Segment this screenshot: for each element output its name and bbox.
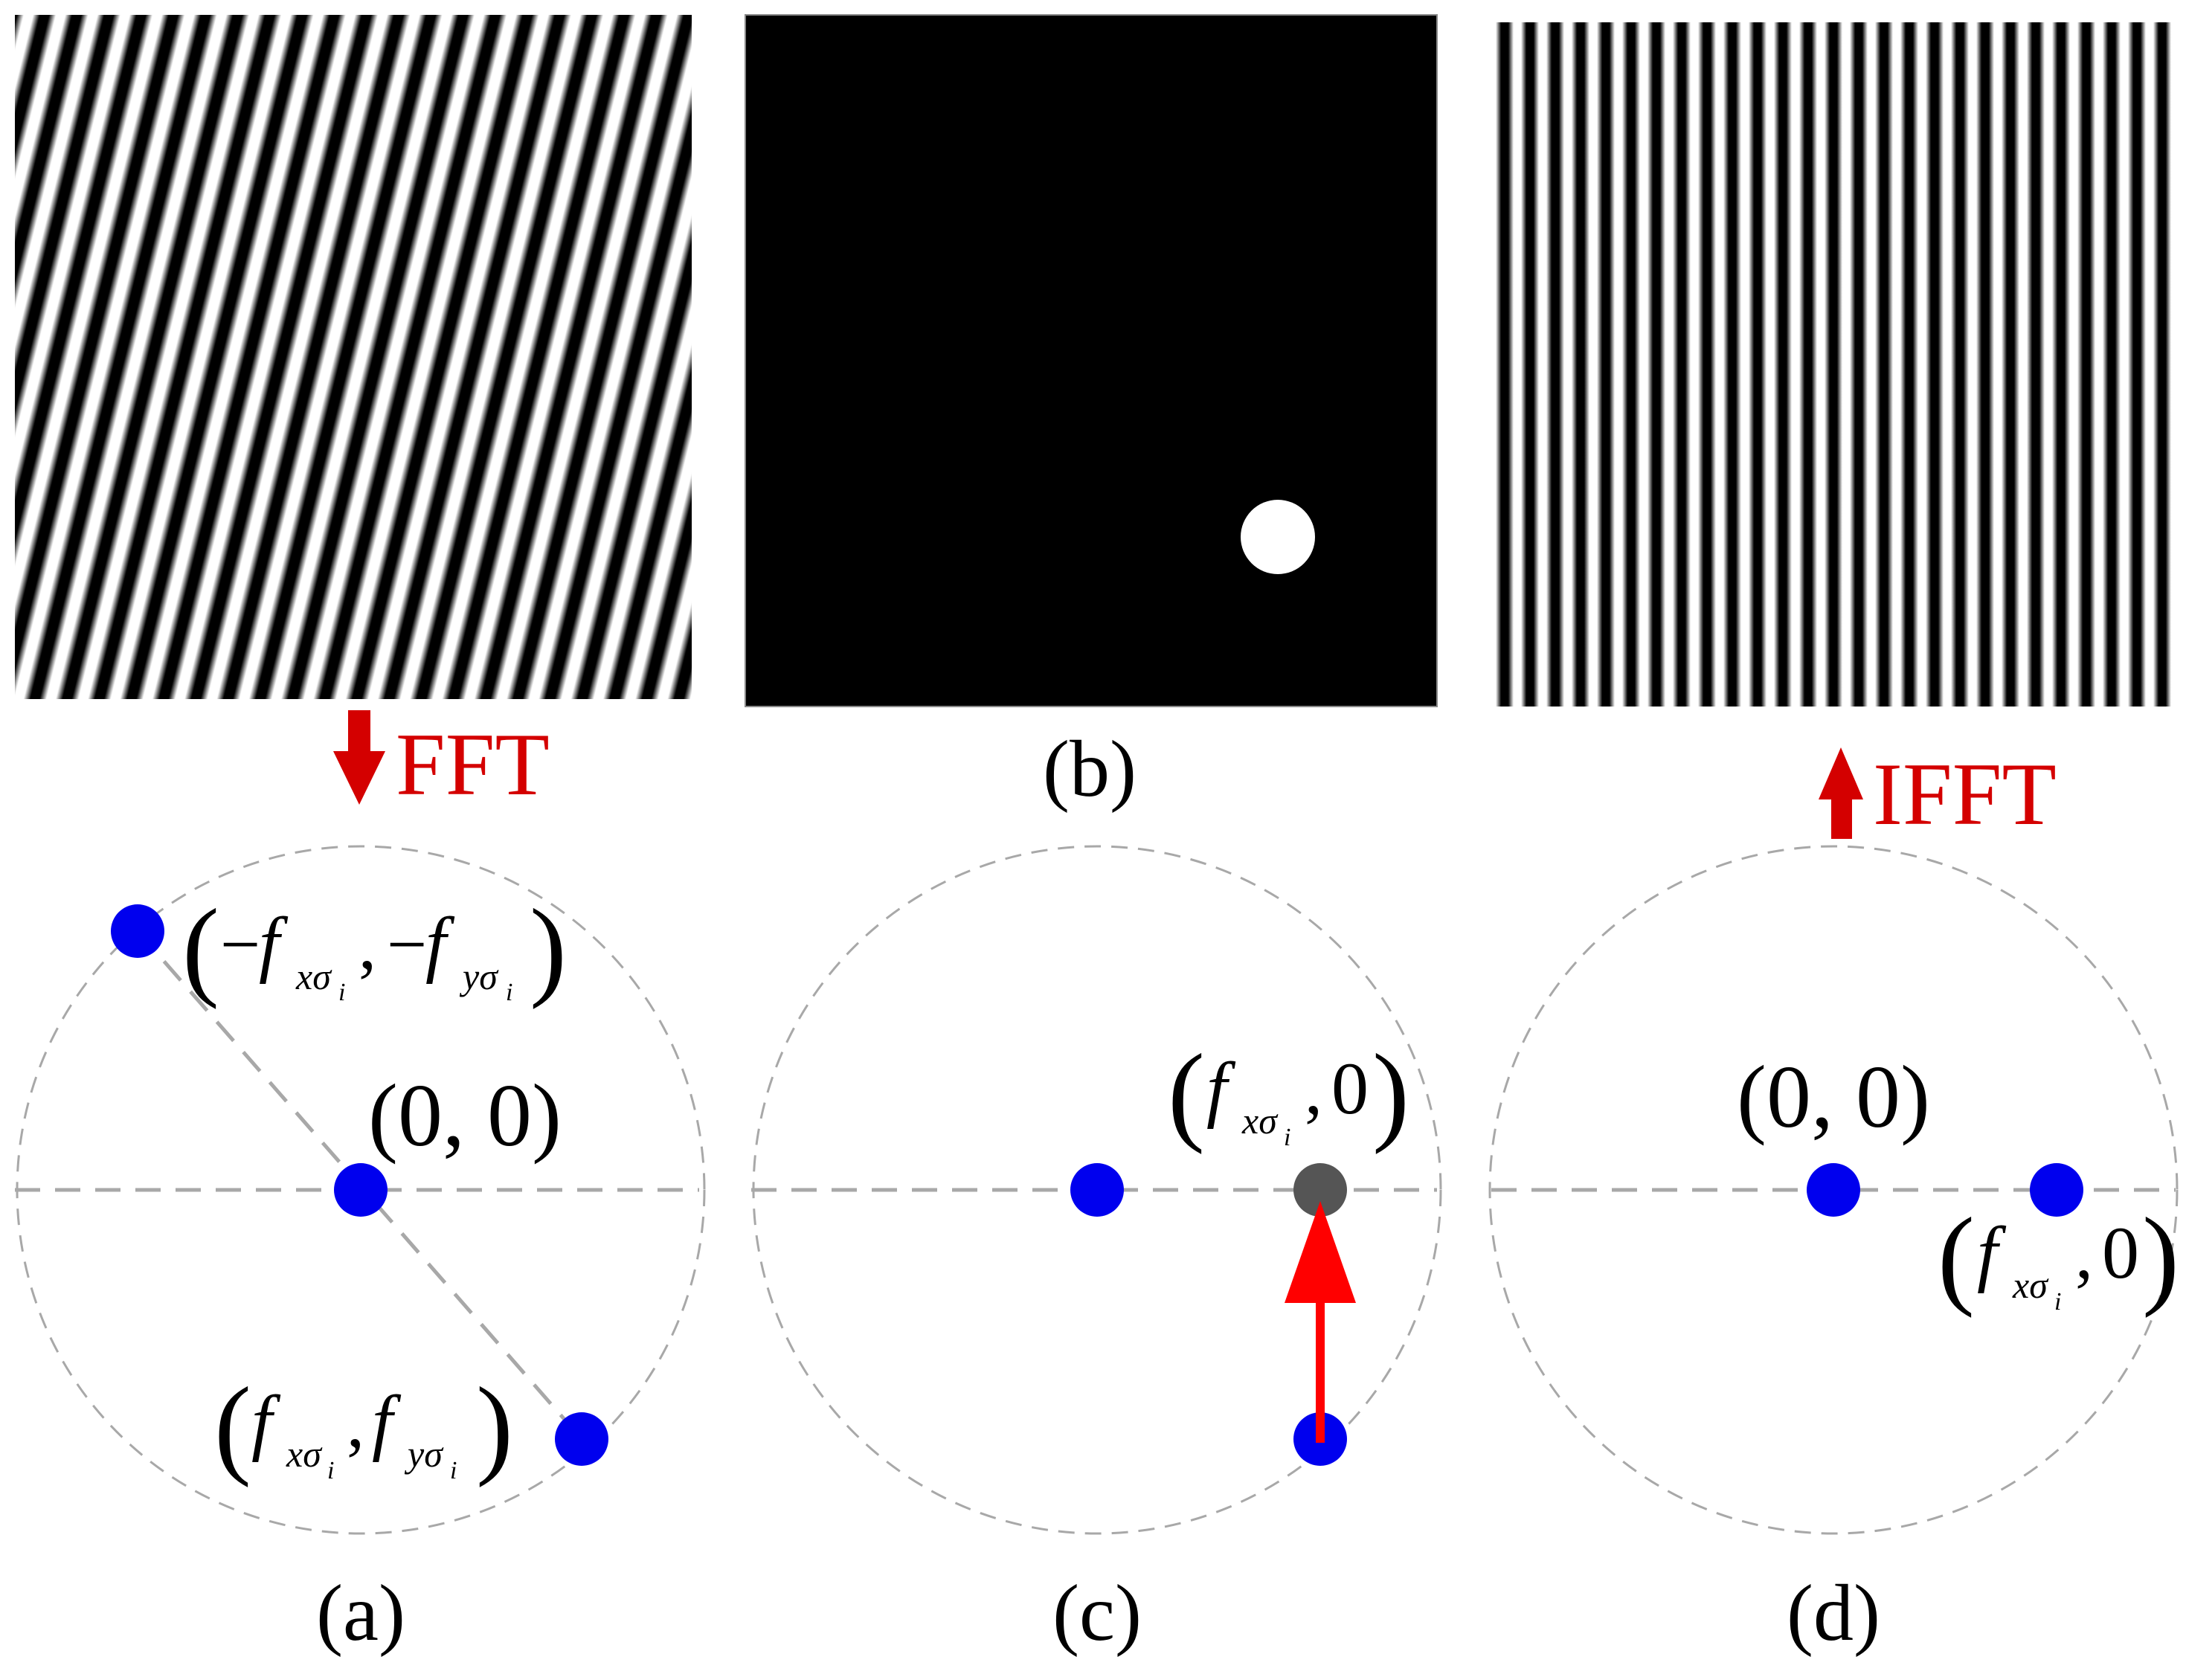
svg-text:i: i <box>450 1457 457 1484</box>
fft-arrow <box>333 710 385 805</box>
panel-c-point-shifted <box>1293 1163 1347 1217</box>
svg-text:f: f <box>259 902 289 985</box>
panel-d-label-origin: (0, 0) <box>1737 1047 1930 1146</box>
svg-text:yσ: yσ <box>459 956 499 997</box>
svg-text:0: 0 <box>1331 1047 1369 1130</box>
tilted-fringe-image <box>15 15 692 699</box>
caption-c: (c) <box>1052 1569 1142 1658</box>
svg-text:0: 0 <box>2102 1211 2139 1294</box>
svg-text:i: i <box>506 979 512 1006</box>
svg-text:f: f <box>1206 1047 1236 1130</box>
ifft-label: IFFT <box>1873 744 2057 843</box>
caption-b: (b) <box>1043 725 1137 814</box>
caption-a: (a) <box>316 1569 405 1658</box>
panel-c-label-target: ( f xσ i , 0 ) <box>1168 1032 1409 1155</box>
vertical-fringe-image <box>1491 22 2172 707</box>
svg-text:−: − <box>387 904 427 984</box>
fft-label: FFT <box>396 715 550 814</box>
svg-text:,: , <box>347 1383 364 1462</box>
panel-d-point-shifted <box>2030 1163 2083 1217</box>
svg-text:): ) <box>476 1365 513 1488</box>
svg-text:(: ( <box>1938 1195 1975 1319</box>
svg-text:): ) <box>1372 1032 1409 1155</box>
svg-text:i: i <box>2054 1288 2061 1316</box>
svg-text:i: i <box>338 979 345 1006</box>
panel-d-label-shift: ( f xσ i , 0 ) <box>1938 1195 2179 1319</box>
svg-text:): ) <box>2142 1195 2179 1319</box>
panel-a: ( − f xσ i , − f yσ i ) (0, 0) ( f xσ i … <box>15 845 706 1658</box>
svg-text:f: f <box>425 902 455 985</box>
panel-a-label-positive: ( f xσ i , f yσ i ) <box>214 1365 513 1488</box>
panel-c: ( f xσ i , 0 ) (c) <box>751 845 1442 1658</box>
panel-a-label-origin: (0, 0) <box>368 1066 562 1165</box>
svg-text:f: f <box>1977 1211 2007 1294</box>
ifft-arrow <box>1819 747 1863 839</box>
panel-d-circle <box>1488 845 2179 1535</box>
panel-a-point-origin <box>334 1163 388 1217</box>
svg-text:(: ( <box>182 886 219 1010</box>
svg-text:i: i <box>1284 1124 1290 1151</box>
svg-text:,: , <box>1305 1049 1322 1129</box>
svg-text:,: , <box>359 904 376 984</box>
panel-a-point-negative <box>111 904 164 958</box>
svg-text:(: ( <box>214 1365 251 1488</box>
caption-d: (d) <box>1787 1569 1880 1658</box>
svg-text:yσ: yσ <box>404 1433 444 1475</box>
svg-text:f: f <box>372 1380 402 1463</box>
panel-a-label-negative: ( − f xσ i , − f yσ i ) <box>182 886 567 1010</box>
filter-dot <box>1241 500 1315 574</box>
panel-d: (0, 0) ( f xσ i , 0 ) (d) <box>1488 845 2179 1658</box>
svg-text:xσ: xσ <box>295 956 332 997</box>
svg-text:(: ( <box>1168 1032 1205 1155</box>
svg-text:f: f <box>251 1380 281 1463</box>
svg-text:xσ: xσ <box>2012 1264 2049 1306</box>
svg-text:xσ: xσ <box>1241 1100 1279 1142</box>
spectrum-image <box>745 14 1438 707</box>
svg-text:xσ: xσ <box>286 1433 323 1475</box>
svg-text:−: − <box>220 904 260 984</box>
svg-text:): ) <box>530 886 567 1010</box>
panel-a-point-positive <box>555 1412 608 1466</box>
svg-text:i: i <box>327 1457 334 1484</box>
panel-c-shift-arrow <box>1285 1201 1356 1443</box>
svg-text:,: , <box>2075 1214 2093 1293</box>
panel-d-point-origin <box>1807 1163 1860 1217</box>
panel-c-point-origin <box>1070 1163 1124 1217</box>
